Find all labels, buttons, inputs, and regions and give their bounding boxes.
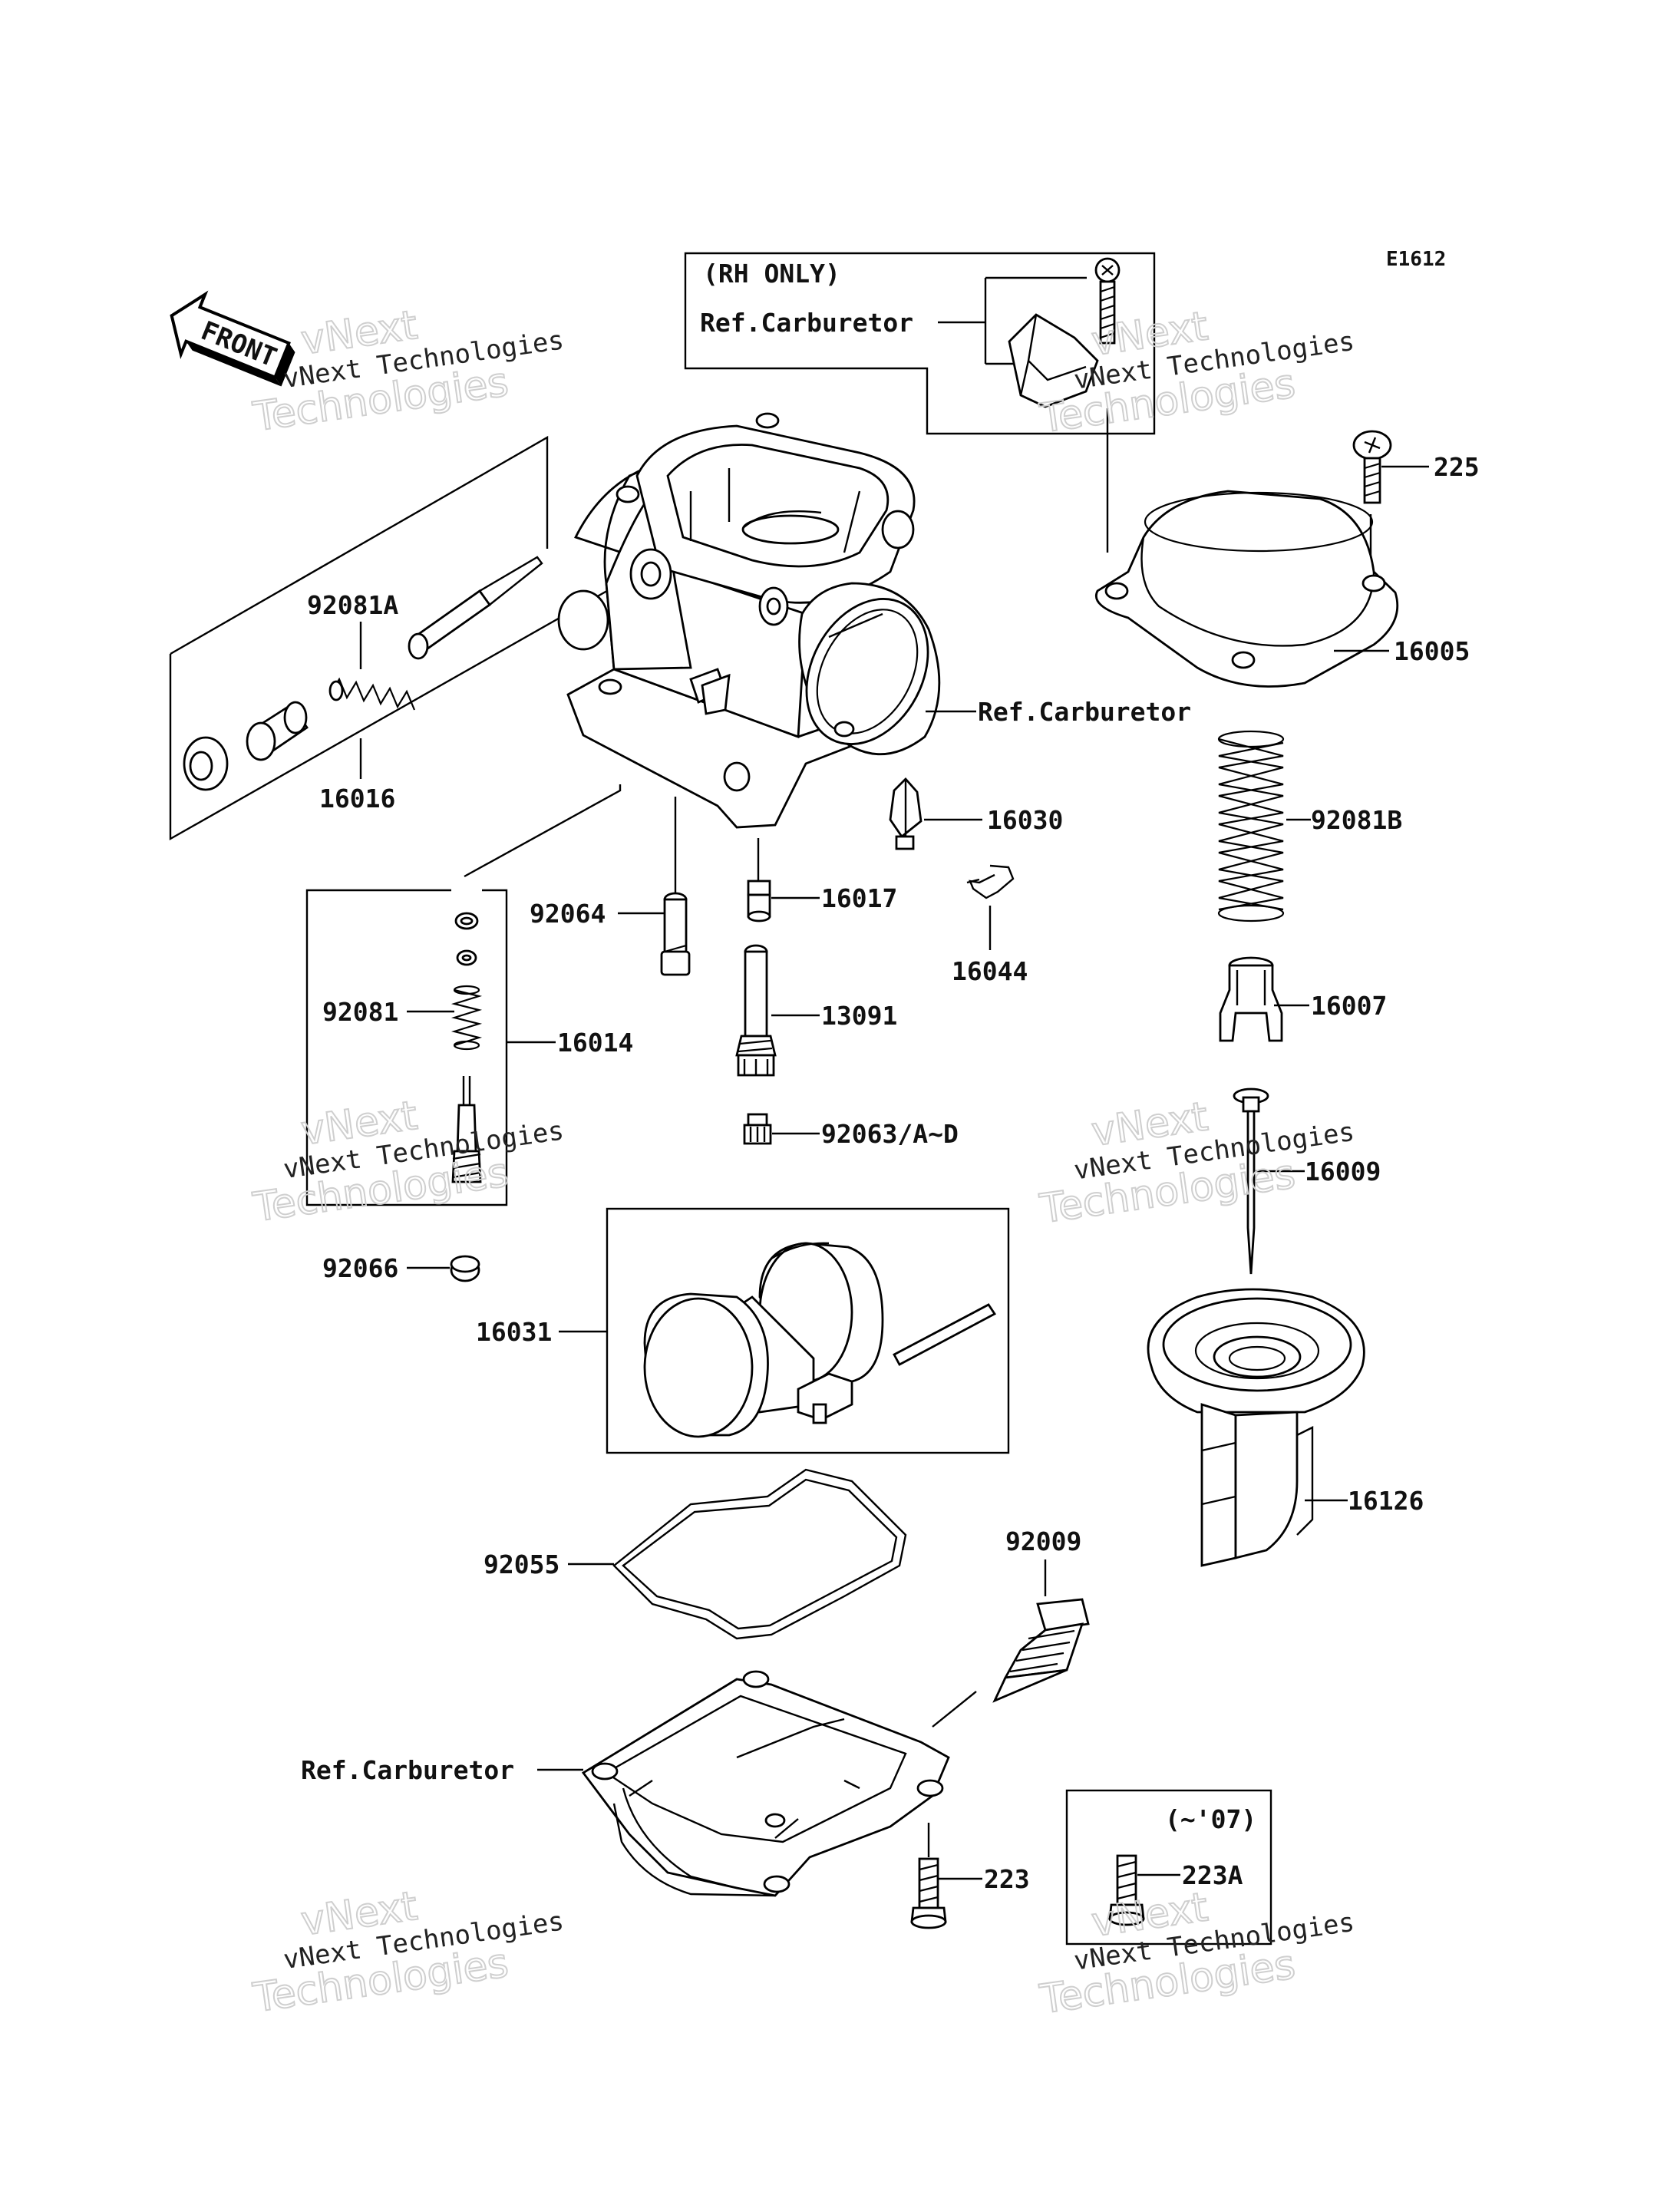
- rh-screw-icon: [1094, 257, 1121, 345]
- part-label-92055: 92055: [484, 1549, 559, 1579]
- part-label-16016: 16016: [319, 784, 395, 814]
- ref-carburetor-label-top: Ref.Carburetor: [700, 308, 913, 338]
- part-label-13091: 13091: [821, 1001, 897, 1031]
- part-label-16005: 16005: [1394, 636, 1470, 666]
- part-label-223: 223: [984, 1864, 1030, 1894]
- watermark: vNext Technologies vNext Technologies: [249, 1883, 566, 2022]
- part-16005-top-cover: [1095, 490, 1399, 688]
- ref-carburetor-label-body: Ref.Carburetor: [978, 697, 1191, 727]
- part-label-92081A: 92081A: [307, 590, 398, 620]
- part-label-16126: 16126: [1348, 1486, 1424, 1516]
- part-92063-main-jet: [743, 1113, 772, 1145]
- part-16030-needle-valve: [889, 777, 923, 850]
- part-label-16009: 16009: [1305, 1157, 1381, 1186]
- rh-only-note: (RH ONLY): [703, 259, 840, 289]
- part-label-16044: 16044: [952, 956, 1028, 986]
- part-label-92081: 92081: [322, 997, 398, 1027]
- part-16009-jet-needle: [1233, 1087, 1269, 1275]
- part-label-92009: 92009: [1005, 1526, 1081, 1556]
- part-16014-kit-box: [305, 889, 508, 1206]
- part-label-92064: 92064: [530, 899, 606, 929]
- part-label-225: 225: [1434, 452, 1480, 482]
- part-16126-vacuum-piston: [1147, 1288, 1365, 1567]
- diagram-code: E1612: [1386, 248, 1446, 271]
- part-label-92063: 92063/A~D: [821, 1119, 959, 1149]
- part-label-16014: 16014: [557, 1028, 633, 1058]
- part-label-92081B: 92081B: [1311, 805, 1402, 835]
- front-arrow-icon: FRONT: [170, 290, 295, 387]
- part-16016-kit-box: [169, 435, 619, 841]
- part-92009-drain-screw: [992, 1598, 1090, 1703]
- part-223A-screw-box: (~'07): [1065, 1789, 1272, 1946]
- carburetor-body-main: [557, 412, 941, 829]
- part-92066-cap: [450, 1255, 480, 1282]
- part-16007-needle-holder: [1219, 956, 1283, 1042]
- part-92055-gasket: [612, 1468, 907, 1640]
- watermark: vNext Technologies vNext Technologies: [249, 1092, 566, 1232]
- part-16017-jet-holder: [747, 880, 771, 922]
- model-years-note: (~'07): [1165, 1804, 1256, 1834]
- part-92064-pilot-jet: [660, 892, 691, 976]
- part-92081B-spring: [1217, 730, 1285, 922]
- part-label-16007: 16007: [1311, 991, 1387, 1021]
- part-223-screw: [910, 1857, 947, 1929]
- rh-bracket-icon: [1008, 313, 1099, 408]
- part-label-92066: 92066: [322, 1253, 398, 1283]
- rh-only-inset: (RH ONLY) Ref.Carburetor: [684, 252, 1156, 553]
- ref-carburetor-label-bowl: Ref.Carburetor: [301, 1755, 514, 1785]
- part-16044-clip: [966, 864, 1015, 899]
- part-label-16030: 16030: [987, 805, 1063, 835]
- part-label-16031: 16031: [476, 1317, 552, 1347]
- part-13091-needle-jet: [735, 944, 777, 1077]
- part-225-screw: [1352, 430, 1392, 504]
- watermark: vNext Technologies vNext Technologies: [1036, 1093, 1356, 1233]
- float-bowl: [581, 1670, 950, 1897]
- part-label-16017: 16017: [821, 883, 897, 913]
- watermark: vNext Technologies vNext Technologies: [249, 302, 566, 441]
- part-16031-float-box: [606, 1207, 1010, 1454]
- part-label-223A: 223A: [1182, 1860, 1243, 1890]
